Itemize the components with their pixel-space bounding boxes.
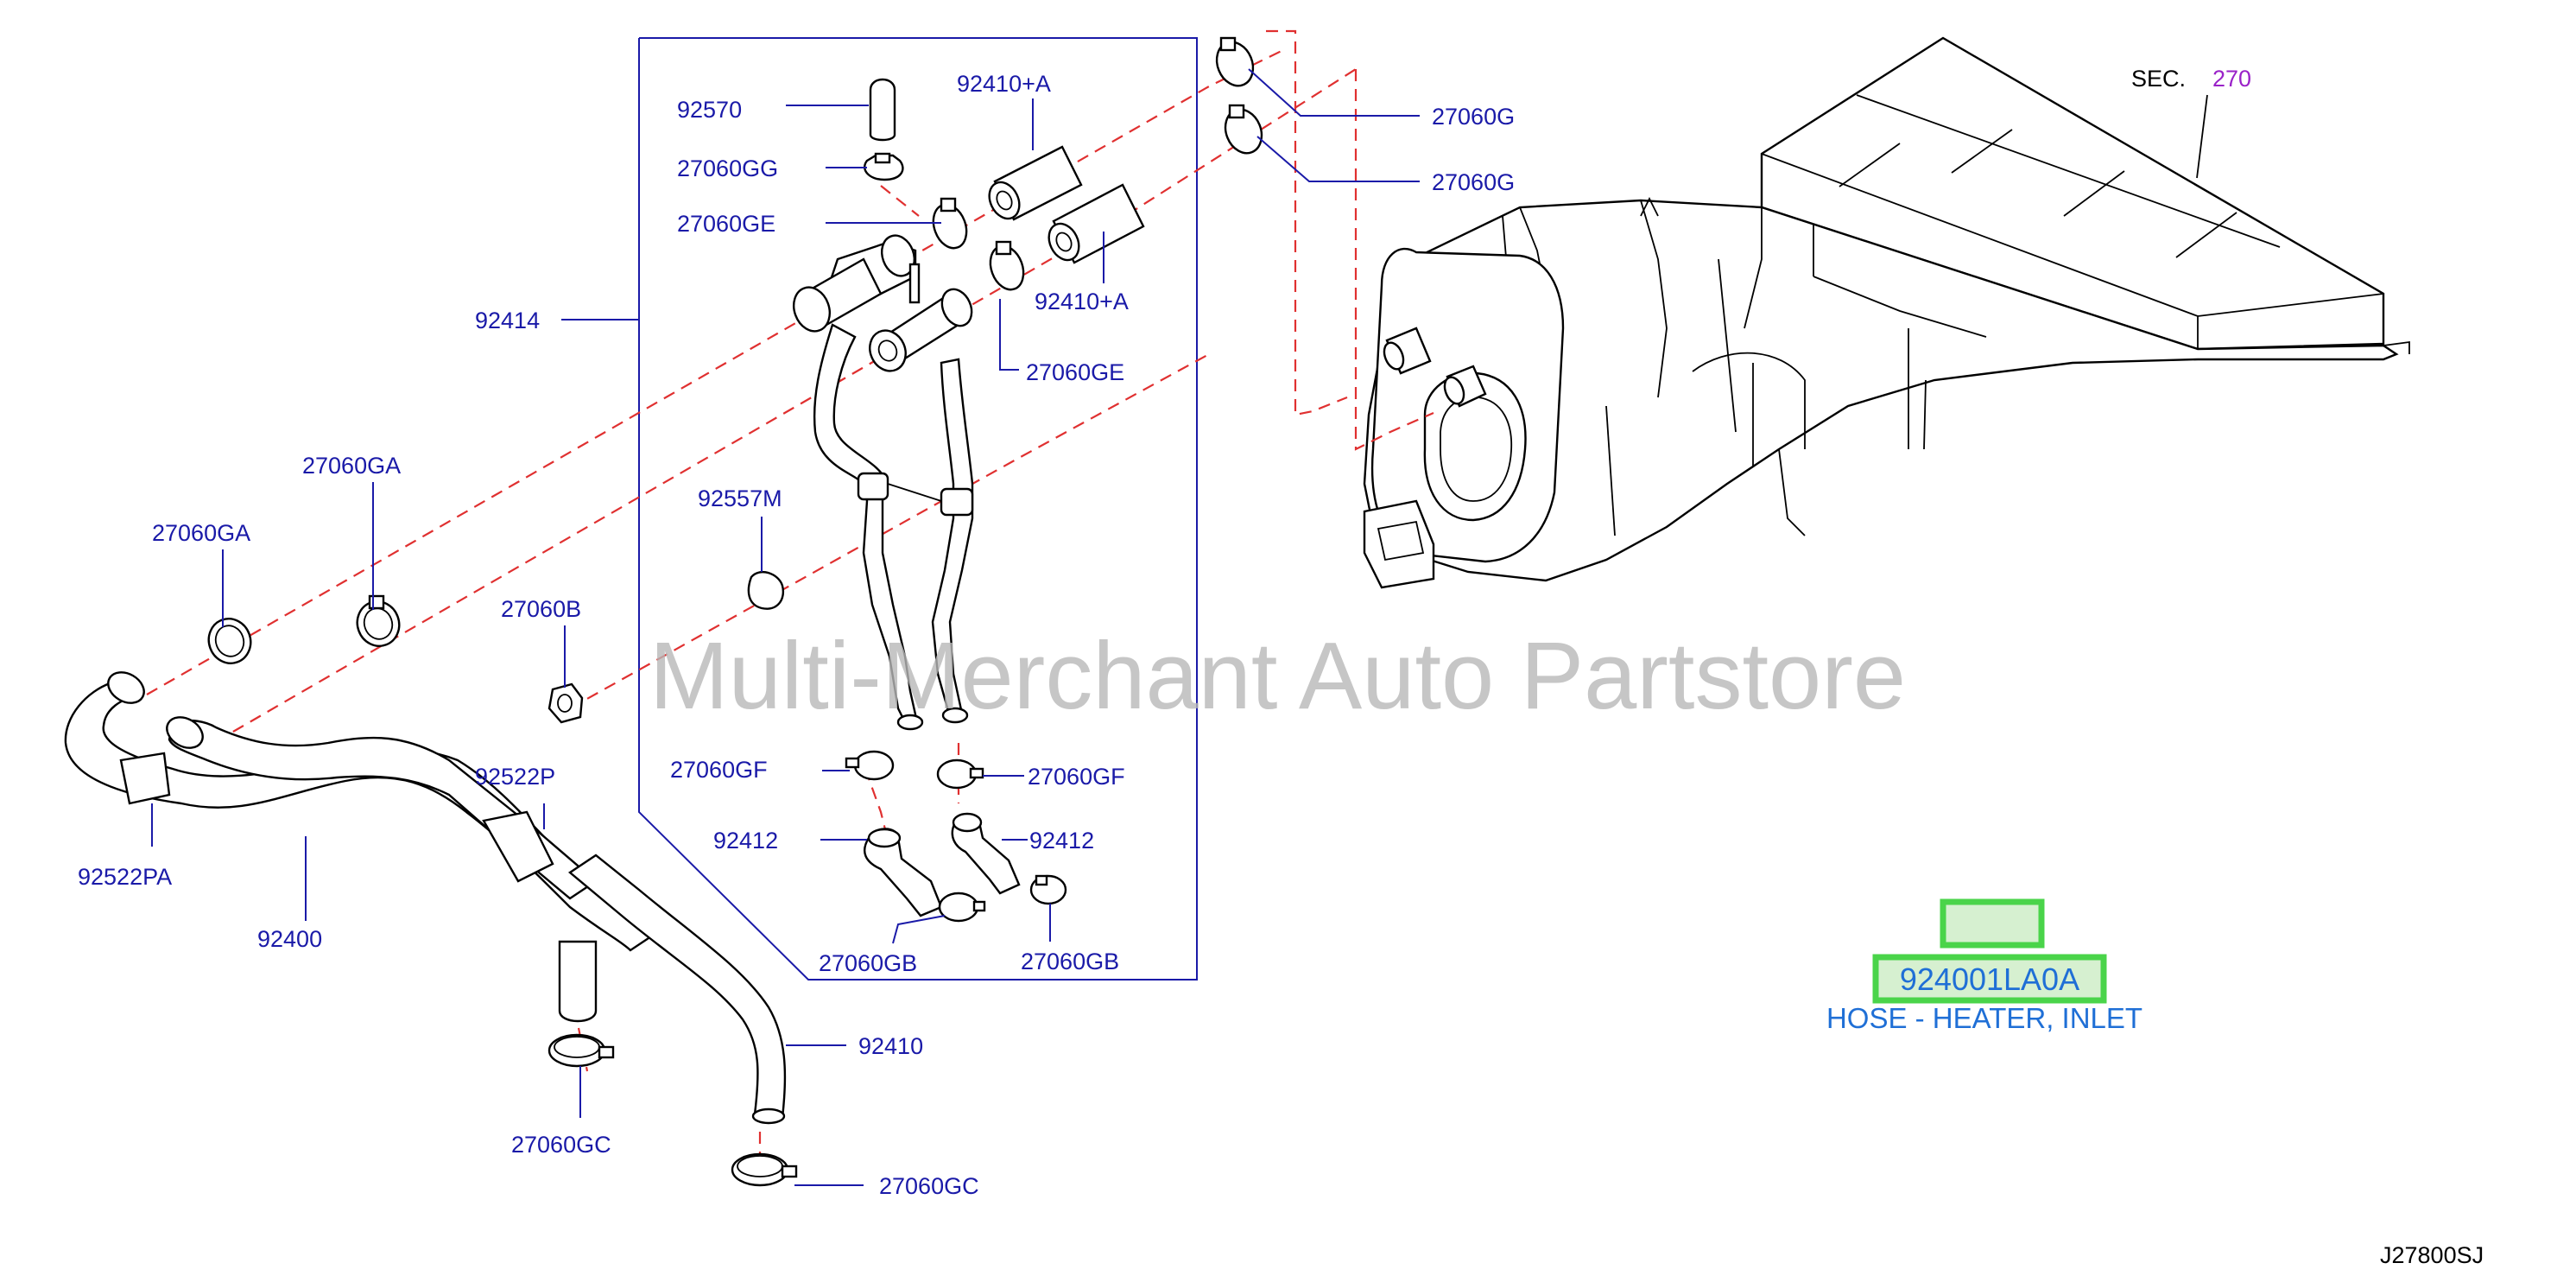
highlighted-part-callout[interactable]: 924001LA0A HOSE - HEATER, INLET xyxy=(1826,898,2142,1034)
label-27060ge-lower[interactable]: 27060GE xyxy=(1026,359,1124,385)
leader-lines xyxy=(151,68,2208,1186)
highlight-marker[interactable] xyxy=(1940,898,2045,949)
part-number-box[interactable] xyxy=(1872,954,2107,1004)
label-27060gg[interactable]: 27060GG xyxy=(677,155,778,181)
label-27060gf-right[interactable]: 27060GF xyxy=(1028,764,1125,790)
label-27060b[interactable]: 27060B xyxy=(501,596,581,622)
label-27060gc-right[interactable]: 27060GC xyxy=(879,1173,979,1199)
g-clamps xyxy=(1215,36,1263,155)
label-92414[interactable]: 92414 xyxy=(475,308,540,333)
heater-pipe-assembly xyxy=(793,234,974,731)
section-reference[interactable]: SEC. 270 xyxy=(2131,66,2251,92)
label-27060ga-left[interactable]: 27060GA xyxy=(152,520,250,546)
part-labels: 92570 92410+A 27060GG 27060GE 92414 9241… xyxy=(78,71,1515,1199)
assembly-dash-lines xyxy=(146,29,1434,1158)
label-92522pa[interactable]: 92522PA xyxy=(78,864,172,890)
heater-hoses xyxy=(64,594,798,1187)
label-92557m[interactable]: 92557M xyxy=(698,486,782,511)
label-27060ga-right[interactable]: 27060GA xyxy=(302,453,401,479)
diagram-code: J27800SJ xyxy=(2380,1242,2484,1268)
label-27060g-upper[interactable]: 27060G xyxy=(1432,104,1515,130)
label-27060gb-right[interactable]: 27060GB xyxy=(1021,949,1119,974)
label-92410a-upper[interactable]: 92410+A xyxy=(957,71,1051,97)
label-27060ge-upper[interactable]: 27060GE xyxy=(677,211,775,237)
small-parts xyxy=(747,78,1145,923)
label-27060g-lower[interactable]: 27060G xyxy=(1432,169,1515,195)
label-27060gf-left[interactable]: 27060GF xyxy=(670,757,768,783)
label-92570[interactable]: 92570 xyxy=(677,97,742,123)
label-92410a-lower[interactable]: 92410+A xyxy=(1035,289,1129,314)
assembly-bracket-frame xyxy=(638,37,1198,981)
label-92412-right[interactable]: 92412 xyxy=(1029,828,1094,854)
watermark: Multi-Merchant Auto Partstore xyxy=(649,623,1906,729)
label-92522p[interactable]: 92522P xyxy=(475,764,555,790)
part-number[interactable]: 924001LA0A xyxy=(1900,962,2079,997)
intake-manifold-drawing xyxy=(1363,36,2410,589)
label-92410[interactable]: 92410 xyxy=(858,1033,923,1059)
label-92412-left[interactable]: 92412 xyxy=(713,828,778,854)
section-prefix: SEC. xyxy=(2131,66,2186,92)
label-27060gb-left[interactable]: 27060GB xyxy=(819,950,917,976)
label-92400[interactable]: 92400 xyxy=(257,926,322,952)
section-number[interactable]: 270 xyxy=(2212,66,2251,92)
label-27060gc-left[interactable]: 27060GC xyxy=(511,1132,611,1158)
part-description: HOSE - HEATER, INLET xyxy=(1826,1002,2142,1034)
